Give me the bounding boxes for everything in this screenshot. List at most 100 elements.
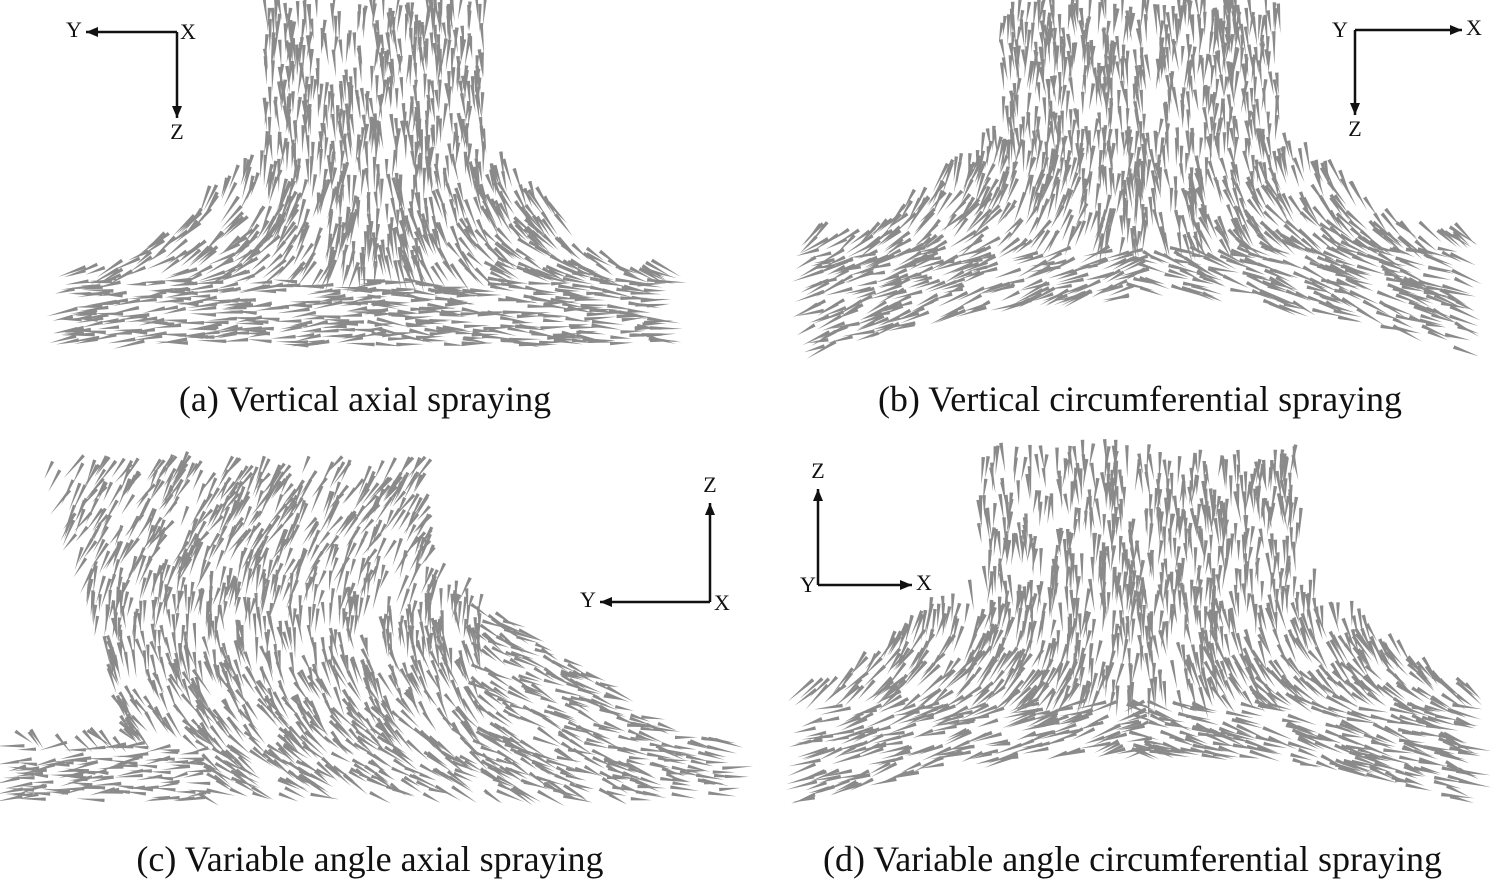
velocity-vector bbox=[502, 708, 521, 721]
velocity-vector bbox=[1249, 87, 1254, 110]
velocity-vector bbox=[282, 582, 292, 602]
velocity-vector bbox=[1248, 179, 1260, 205]
velocity-vector bbox=[350, 656, 363, 684]
velocity-vector bbox=[1097, 212, 1101, 234]
velocity-vector bbox=[339, 140, 343, 162]
velocity-vector bbox=[499, 765, 517, 778]
velocity-vector bbox=[355, 729, 383, 749]
velocity-vector bbox=[197, 660, 203, 683]
velocity-vector bbox=[496, 227, 513, 245]
velocity-vector bbox=[912, 211, 935, 238]
velocity-vector bbox=[1420, 313, 1443, 323]
velocity-vector bbox=[361, 482, 380, 506]
velocity-vector bbox=[523, 187, 533, 208]
velocity-vector bbox=[1267, 284, 1291, 294]
velocity-vector bbox=[407, 625, 415, 657]
velocity-vector bbox=[166, 685, 178, 714]
velocity-vector bbox=[1195, 187, 1205, 209]
velocity-vector bbox=[384, 255, 392, 283]
velocity-vector bbox=[114, 773, 143, 778]
velocity-vector bbox=[381, 631, 388, 658]
velocity-vector bbox=[385, 509, 394, 528]
velocity-vector bbox=[450, 153, 459, 183]
velocity-vector bbox=[1444, 230, 1472, 248]
velocity-vector bbox=[281, 482, 294, 498]
velocity-vector bbox=[1121, 44, 1126, 78]
velocity-vector bbox=[592, 693, 615, 707]
velocity-vector bbox=[198, 589, 202, 616]
velocity-vector bbox=[421, 306, 451, 315]
velocity-vector bbox=[494, 261, 520, 280]
velocity-vector bbox=[105, 269, 133, 287]
velocity-vector bbox=[1098, 283, 1124, 294]
velocity-vector bbox=[1162, 5, 1167, 33]
velocity-vector bbox=[499, 193, 515, 215]
velocity-vector bbox=[1213, 18, 1218, 50]
velocity-vector bbox=[914, 278, 941, 289]
velocity-vector bbox=[414, 141, 419, 173]
velocity-vector bbox=[363, 701, 377, 725]
velocity-vector bbox=[605, 692, 630, 703]
velocity-vector bbox=[330, 543, 339, 567]
velocity-vector bbox=[642, 322, 667, 326]
velocity-vector bbox=[1259, 289, 1287, 305]
velocity-vector bbox=[158, 457, 173, 477]
velocity-vector bbox=[1299, 197, 1312, 219]
velocity-vector bbox=[361, 127, 365, 149]
velocity-vector bbox=[277, 715, 293, 734]
velocity-vector bbox=[1230, 161, 1238, 186]
velocity-vector bbox=[701, 736, 727, 743]
velocity-vector bbox=[453, 771, 474, 782]
velocity-vector bbox=[278, 324, 302, 333]
velocity-vector bbox=[367, 524, 380, 550]
velocity-vector bbox=[584, 316, 617, 321]
velocity-vector bbox=[230, 256, 259, 273]
velocity-vector bbox=[1302, 265, 1330, 282]
velocity-vector bbox=[898, 199, 913, 223]
velocity-vector bbox=[1109, 77, 1113, 110]
velocity-vector bbox=[360, 169, 366, 197]
velocity-vector bbox=[384, 77, 391, 106]
velocity-vector bbox=[278, 792, 299, 802]
velocity-vector bbox=[341, 697, 359, 720]
velocity-vector bbox=[1231, 10, 1237, 39]
horizontal-axis-label: X bbox=[1466, 15, 1482, 40]
velocity-vector bbox=[282, 343, 309, 348]
velocity-vector bbox=[1219, 98, 1225, 125]
velocity-vector bbox=[510, 644, 541, 657]
velocity-vector bbox=[212, 708, 234, 734]
velocity-vector bbox=[479, 23, 485, 56]
velocity-vector bbox=[580, 303, 613, 308]
velocity-vector bbox=[186, 264, 213, 279]
velocity-vector bbox=[419, 21, 425, 44]
velocity-vector bbox=[1004, 217, 1023, 235]
velocity-vector bbox=[1122, 208, 1127, 232]
velocity-vector bbox=[431, 124, 436, 151]
velocity-vector bbox=[30, 780, 54, 784]
velocity-vector bbox=[1181, 104, 1185, 129]
velocity-vector bbox=[423, 689, 438, 708]
velocity-vector bbox=[120, 593, 124, 618]
velocity-vector bbox=[1203, 11, 1207, 37]
velocity-vector bbox=[1249, 11, 1256, 38]
velocity-vector bbox=[650, 258, 682, 277]
velocity-vector bbox=[233, 659, 245, 688]
velocity-vector bbox=[881, 308, 912, 326]
velocity-vector bbox=[825, 257, 853, 267]
velocity-vector bbox=[1260, 244, 1280, 256]
velocity-vector bbox=[1232, 187, 1241, 214]
velocity-vector bbox=[83, 477, 105, 503]
velocity-vector bbox=[503, 310, 538, 314]
velocity-vector bbox=[44, 460, 55, 479]
velocity-vector bbox=[799, 302, 819, 315]
velocity-vector bbox=[56, 338, 80, 345]
velocity-vector bbox=[215, 778, 232, 791]
velocity-vector bbox=[1229, 107, 1233, 130]
velocity-vector bbox=[293, 681, 311, 704]
velocity-vector bbox=[1259, 288, 1292, 303]
velocity-vector bbox=[906, 274, 928, 280]
velocity-vector bbox=[1101, 65, 1107, 89]
velocity-vector bbox=[341, 333, 366, 339]
velocity-vector bbox=[396, 342, 424, 347]
velocity-vector bbox=[380, 178, 384, 210]
